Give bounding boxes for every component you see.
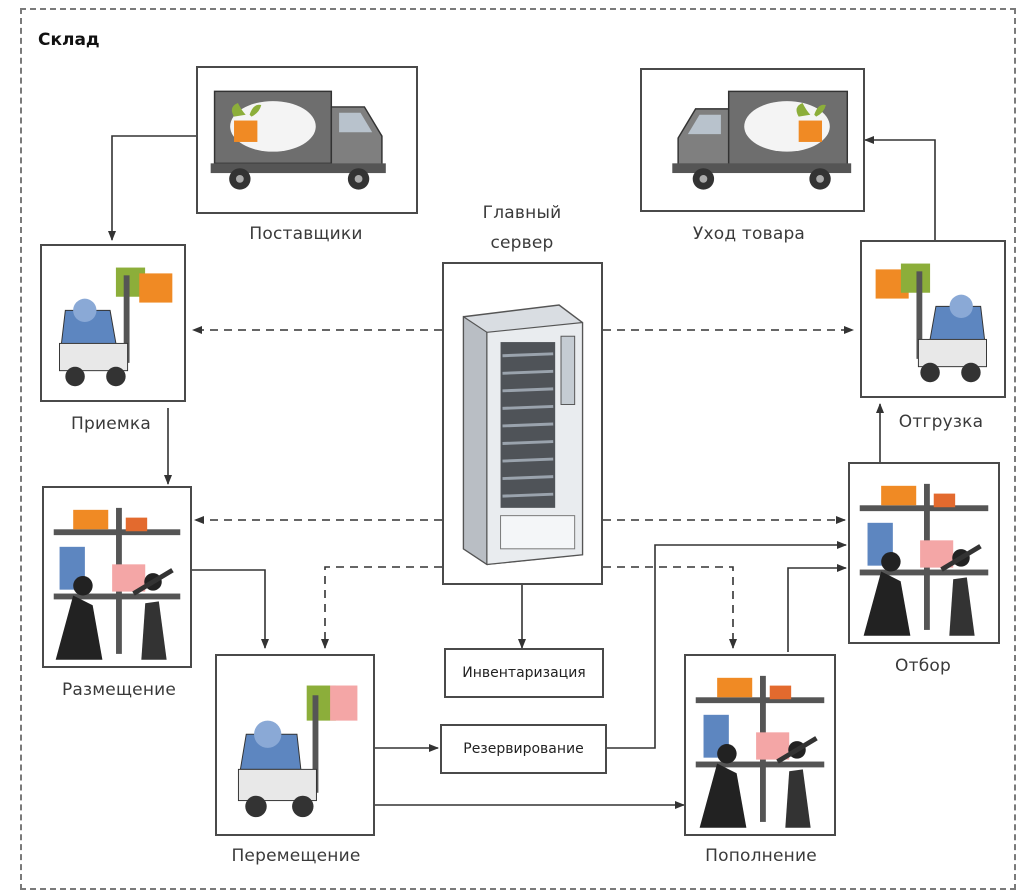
putaway-label: Размещение — [61, 680, 177, 700]
delivery-truck-icon — [210, 90, 386, 190]
server-box — [442, 262, 603, 585]
shipping-label: Отгрузка — [898, 412, 984, 432]
outbound-truck-box — [640, 68, 865, 212]
arrow-replenishment-to-picking — [787, 564, 847, 652]
server-label: Главный сервер — [482, 203, 562, 253]
diagram-title: Склад — [38, 30, 100, 50]
receiving-label: Приемка — [71, 414, 151, 434]
suppliers-label: Поставщики — [249, 224, 363, 244]
forklift-icon — [875, 263, 987, 383]
replenishment-label: Пополнение — [705, 846, 817, 866]
moving-label: Перемещение — [231, 846, 361, 866]
dashed-server-to-moving — [321, 566, 442, 649]
forklift-icon — [237, 685, 358, 818]
receiving-box — [40, 244, 186, 402]
moving-box — [215, 654, 375, 836]
dashed-server-to-replenishment — [603, 566, 737, 649]
warehouse-worker-icon — [859, 483, 989, 636]
warehouse-worker-icon — [695, 675, 825, 828]
picking-label: Отбор — [895, 656, 951, 676]
putaway-box — [42, 486, 192, 668]
arrow-putaway-to-moving — [192, 569, 269, 649]
replenishment-box — [684, 654, 836, 836]
delivery-truck-icon — [672, 90, 852, 190]
warehouse-worker-icon — [53, 507, 181, 660]
inventory-task: Инвентаризация — [444, 648, 604, 698]
arrow-suppliers-to-receiving — [108, 135, 196, 241]
reservation-task: Резервирование — [440, 724, 607, 774]
outbound-label: Уход товара — [692, 224, 806, 244]
picking-box — [848, 462, 1000, 644]
arrow-reservation-to-picking — [607, 541, 847, 749]
warehouse-boundary — [20, 8, 1016, 890]
suppliers-truck-box — [196, 66, 418, 214]
forklift-icon — [59, 267, 173, 387]
shipping-box — [860, 240, 1006, 398]
server-rack-icon — [462, 304, 584, 566]
arrow-shipping-to-outbound — [864, 136, 936, 240]
